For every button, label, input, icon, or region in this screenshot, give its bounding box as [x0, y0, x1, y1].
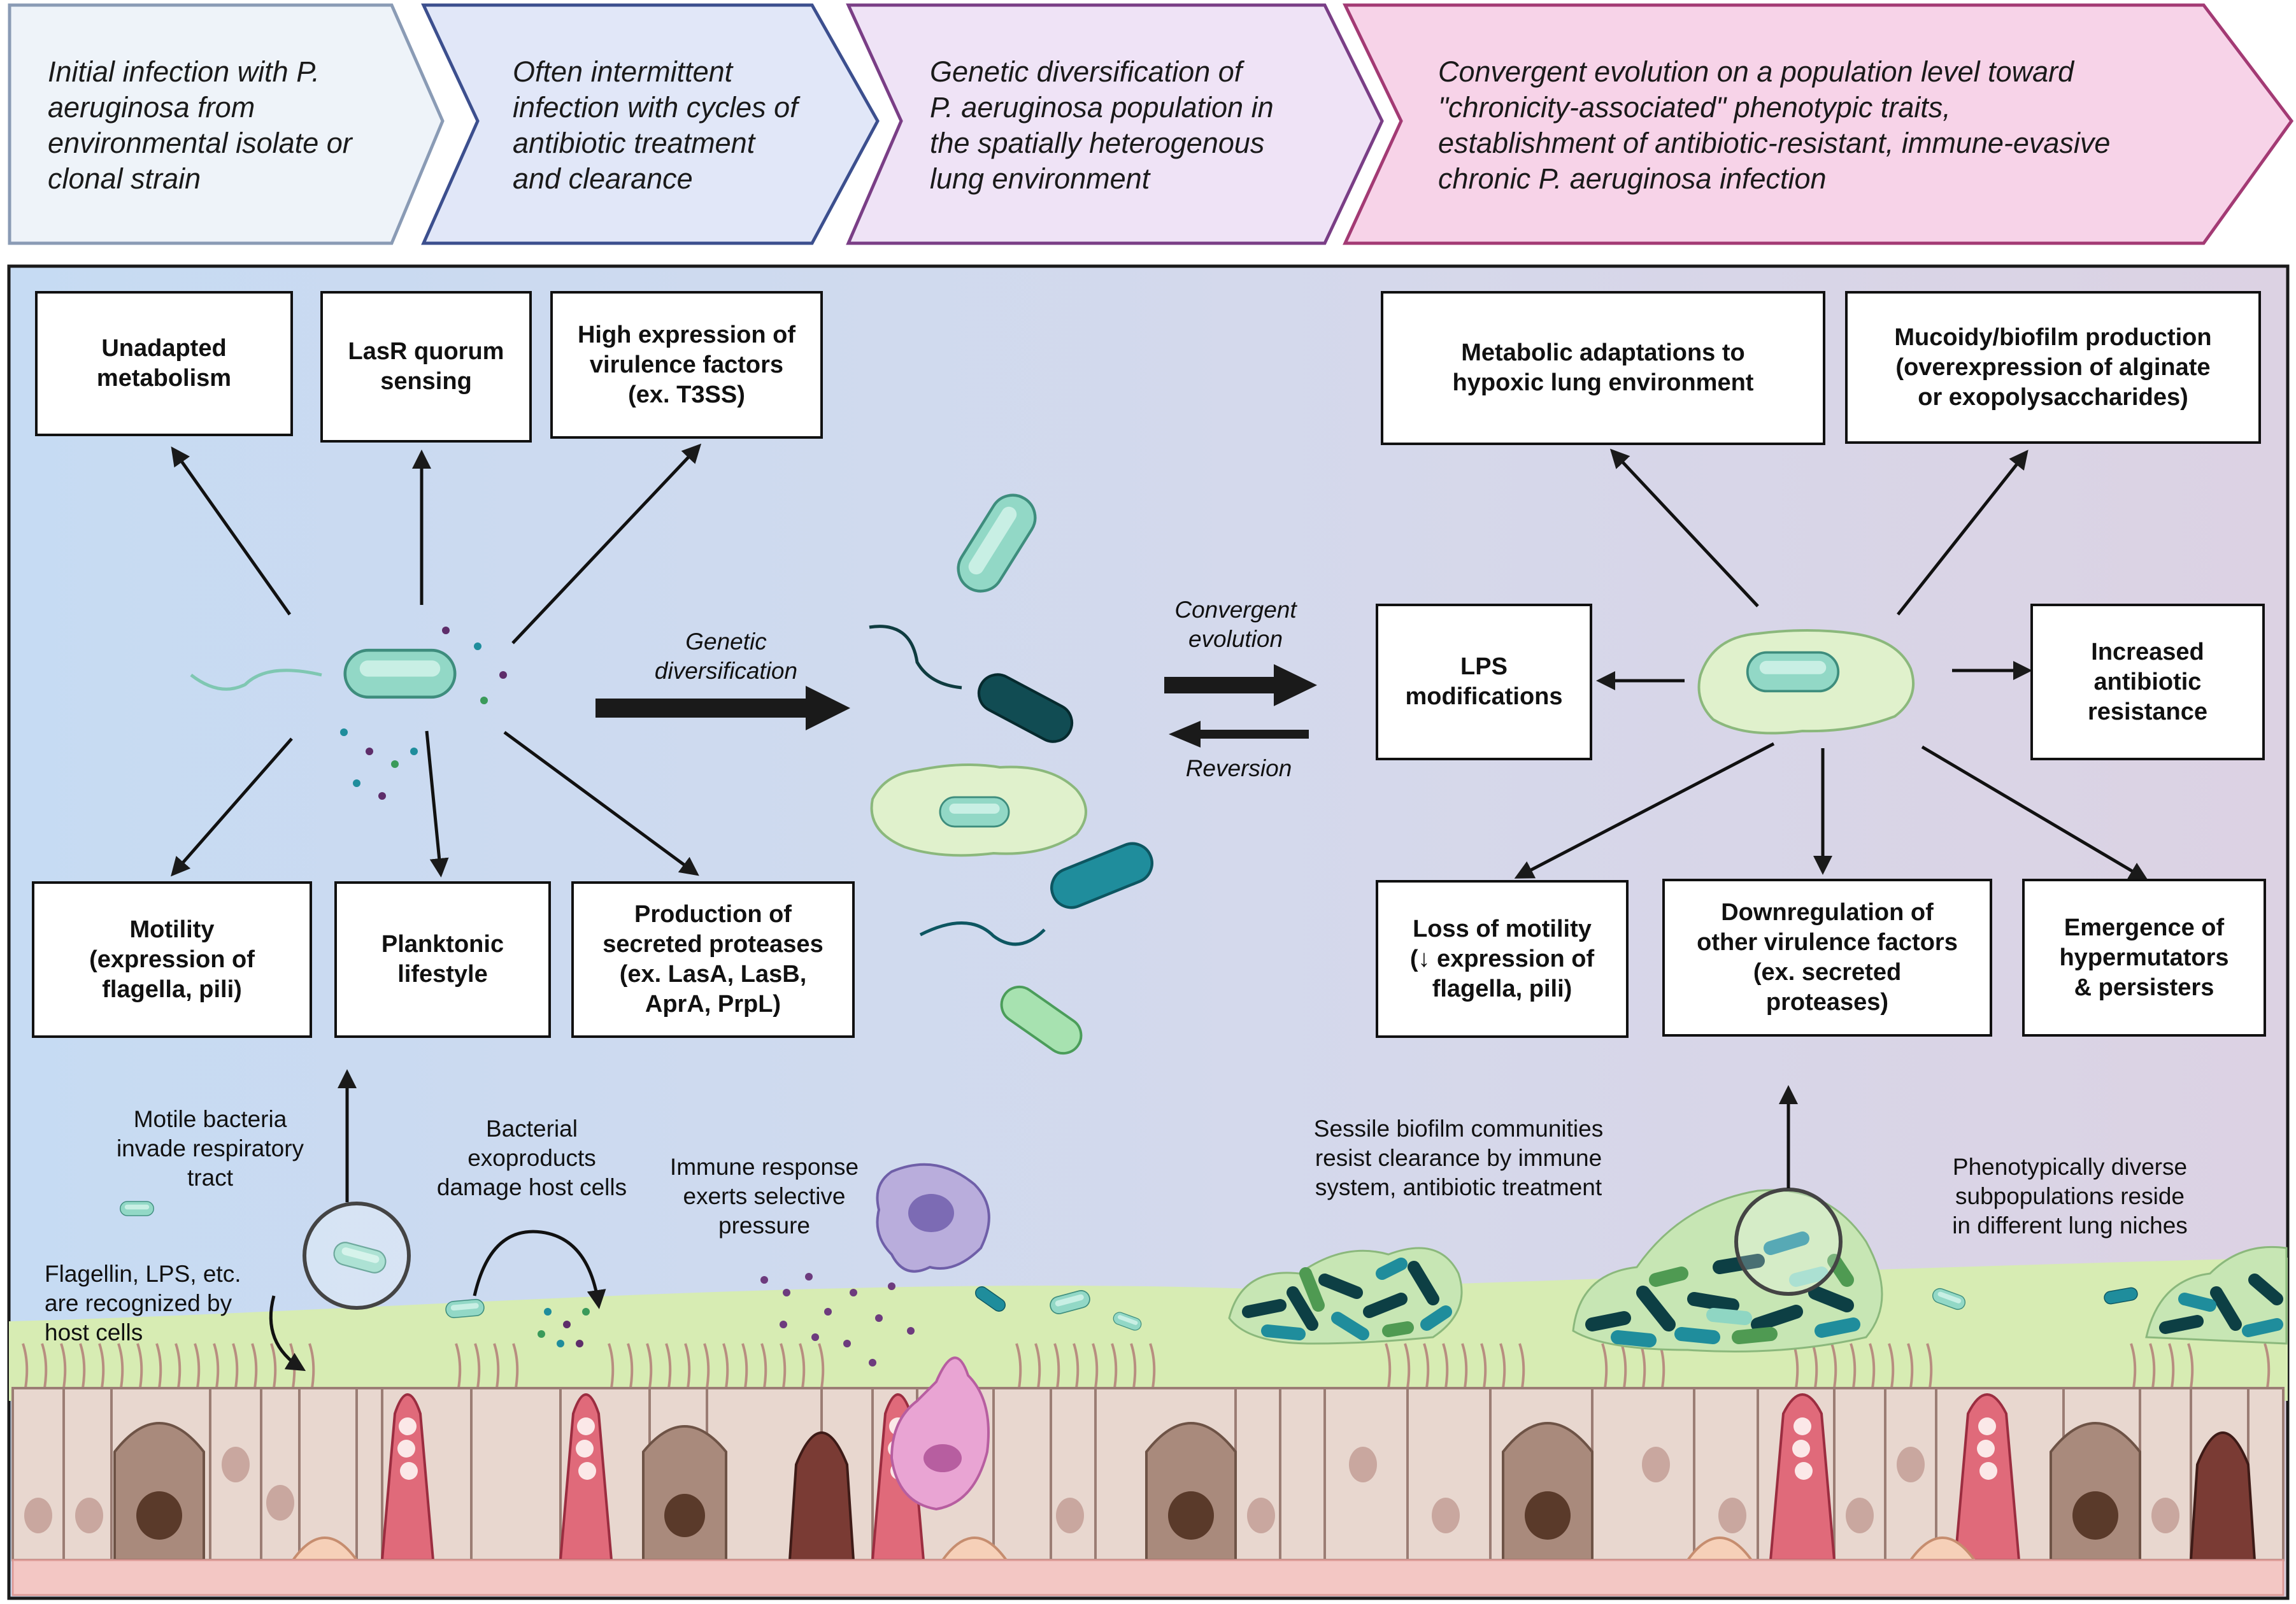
trait-box-secreted-proteases: Production of secreted proteases (ex. La…	[571, 881, 855, 1038]
invading-bacterium	[445, 1298, 485, 1319]
trait-box-hypermutators-persisters: Emergence of hypermutators & persisters	[2022, 879, 2266, 1037]
arrow-to-virulence	[511, 443, 702, 644]
arrow-to-loss-motility	[1514, 742, 1775, 879]
arrow-to-unadapted	[171, 446, 292, 616]
stage-text-3: Genetic diversification of P. aeruginosa…	[930, 55, 1274, 195]
macrophage	[876, 1163, 990, 1273]
population-bacterium-teal	[919, 838, 1158, 946]
basement-membrane	[11, 1559, 2285, 1596]
biofilm-1	[1228, 1247, 1463, 1345]
quorum-signal-dots	[340, 627, 507, 800]
trait-box-motility: Motility (expression of flagella, pili)	[32, 881, 312, 1038]
reversion-label: Reversion	[1185, 755, 1292, 781]
population-bacterium-dark	[869, 625, 1078, 748]
trait-box-metabolic-adaptations: Metabolic adaptations to hypoxic lung en…	[1381, 291, 1825, 445]
phenotypic-diversity-label: Phenotypically diverse subpopulations re…	[1952, 1154, 2188, 1238]
motile-bacteria-label: Motile bacteria invade respiratory tract	[116, 1106, 304, 1191]
stage-chevron-3	[846, 3, 1384, 245]
immune-response-label: Immune response exerts selective pressur…	[669, 1154, 859, 1238]
motile-bacterium	[120, 1201, 154, 1216]
flagellin-recognition-label: Flagellin, LPS, etc. are recognized by h…	[45, 1261, 241, 1345]
exoproducts-label: Bacterial exoproducts damage host cells	[436, 1116, 627, 1200]
trait-box-planktonic-lifestyle: Planktonic lifestyle	[334, 881, 551, 1038]
arrow-to-hypermutators	[1921, 745, 2149, 881]
biofilm-3	[2145, 1246, 2288, 1345]
stage-text-2: Often intermittent infection with cycles…	[513, 55, 798, 195]
arrow-to-mucoid	[1897, 450, 2029, 616]
genetic-diversification-label: Genetic diversification	[654, 628, 798, 684]
arrow-to-motility	[171, 737, 293, 877]
population-amoeba-cell	[870, 763, 1087, 857]
magnifier-left	[303, 1202, 411, 1310]
convergent-evolution-label: Convergent evolution	[1174, 597, 1297, 652]
arrow-to-metabolic	[1609, 448, 1759, 607]
magnifier-right	[1734, 1188, 1843, 1296]
cilia-layer	[22, 1343, 2271, 1389]
chronic-bacterium-cell	[1697, 629, 1915, 735]
trait-box-loss-of-motility: Loss of motility (↓ expression of flagel…	[1376, 880, 1629, 1038]
stage-text-4: Convergent evolution on a population lev…	[1438, 55, 2111, 195]
exoproduct-dots	[538, 1308, 590, 1347]
trait-box-mucoidy-biofilm: Mucoidy/biofilm production (overexpressi…	[1845, 291, 2261, 444]
stage-chevron-2	[421, 3, 880, 245]
arrow-to-proteases	[503, 730, 699, 876]
damaged-cells	[788, 1431, 2257, 1561]
arrow-exoproducts	[473, 1230, 606, 1309]
stage-text-1: Initial infection with P. aeruginosa fro…	[48, 55, 352, 195]
trait-box-antibiotic-resistance: Increased antibiotic resistance	[2030, 604, 2265, 760]
diversification-arrow	[595, 686, 850, 730]
stage-chevron-1	[8, 3, 445, 245]
trait-box-lps-modifications: LPS modifications	[1376, 604, 1592, 760]
trait-box-downregulation: Downregulation of other virulence factor…	[1662, 879, 1992, 1037]
trait-box-unadapted-metabolism: Unadapted metabolism	[35, 291, 293, 436]
biofilm-2	[1572, 1189, 1883, 1352]
convergent-arrow	[1164, 664, 1317, 706]
trait-box-lasr-quorum-sensing: LasR quorum sensing	[320, 291, 532, 443]
sessile-biofilm-label: Sessile biofilm communities resist clear…	[1313, 1116, 1604, 1200]
cytokine-dots	[760, 1273, 915, 1366]
neutrophil	[890, 1356, 990, 1511]
club-cell-nuclei	[136, 1491, 2118, 1540]
basal-cells	[290, 1537, 1977, 1561]
reversion-arrow	[1169, 721, 1309, 748]
trait-box-virulence-factors: High expression of virulence factors (ex…	[550, 291, 823, 439]
stage-chevron-4	[1343, 3, 2294, 245]
arrow-to-planktonic	[425, 730, 449, 877]
arrow-recognized	[269, 1295, 306, 1372]
acute-bacterium	[190, 650, 455, 697]
